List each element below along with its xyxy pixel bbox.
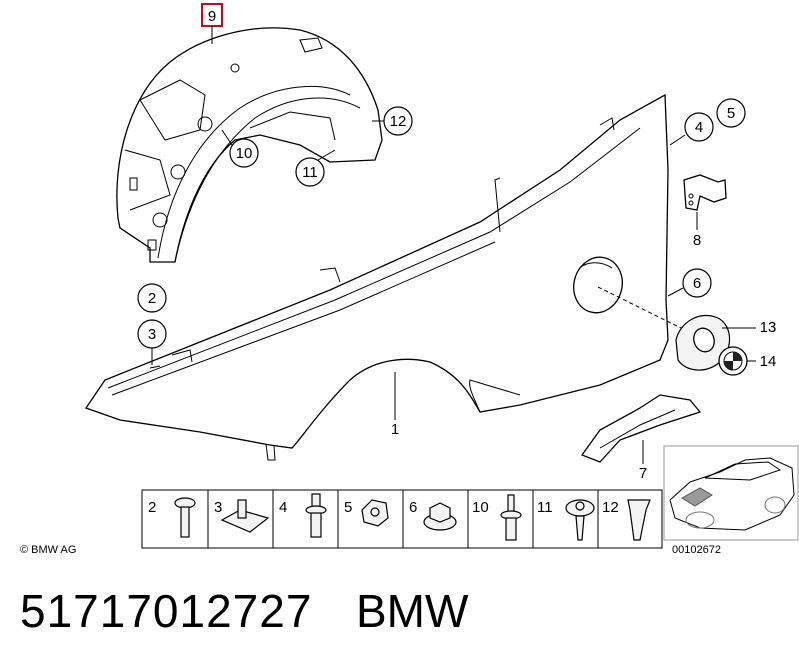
emblem-part-14 [718, 346, 748, 376]
strip-label-2: 2 [148, 499, 156, 516]
bracket-part-8 [683, 174, 727, 211]
bracket-part-7 [580, 394, 702, 463]
drawing-number: 00102672 [672, 544, 721, 556]
callout-2: 2 [148, 290, 156, 307]
callout-9: 9 [208, 8, 216, 25]
callouts: 9 10 11 12 2 3 4 5 6 8 13 14 1 7 [137, 3, 777, 482]
callout-3: 3 [148, 326, 156, 343]
strip-label-5: 5 [344, 499, 352, 516]
stud-icon [305, 493, 327, 538]
collar-nut-icon [423, 502, 457, 531]
screw-icon [174, 497, 196, 538]
clip-nut-icon [220, 499, 270, 533]
expanding-rivet-icon [627, 499, 651, 541]
car-thumbnail [663, 445, 799, 541]
washer-screw-icon [565, 499, 595, 541]
fastener-strip: 2 3 4 5 6 10 11 12 [141, 489, 663, 549]
brand-name: BMW [356, 585, 469, 637]
strip-label-3: 3 [214, 499, 222, 516]
callout-12: 12 [390, 113, 407, 130]
callout-4: 4 [695, 119, 703, 136]
side-panel [84, 93, 669, 461]
callout-10: 10 [236, 145, 253, 162]
strip-label-12: 12 [602, 499, 619, 516]
strip-label-4: 4 [279, 499, 287, 516]
callout-7: 7 [639, 465, 647, 482]
hex-nut-icon [361, 499, 389, 527]
callout-6: 6 [693, 275, 701, 292]
callout-11: 11 [302, 164, 318, 181]
strip-label-10: 10 [472, 499, 489, 516]
strip-label-11: 11 [537, 499, 553, 516]
pin-icon [500, 494, 522, 541]
callout-8: 8 [693, 232, 701, 249]
part-number: 51717012727 [20, 585, 313, 637]
callout-14: 14 [760, 353, 777, 370]
gasket-part-13 [675, 314, 731, 371]
callout-1: 1 [391, 421, 399, 438]
strip-label-6: 6 [409, 499, 417, 516]
copyright: © BMW AG [20, 544, 76, 556]
callout-5: 5 [727, 105, 735, 122]
wheel-arch-liner [116, 27, 383, 263]
callout-13: 13 [760, 319, 777, 336]
